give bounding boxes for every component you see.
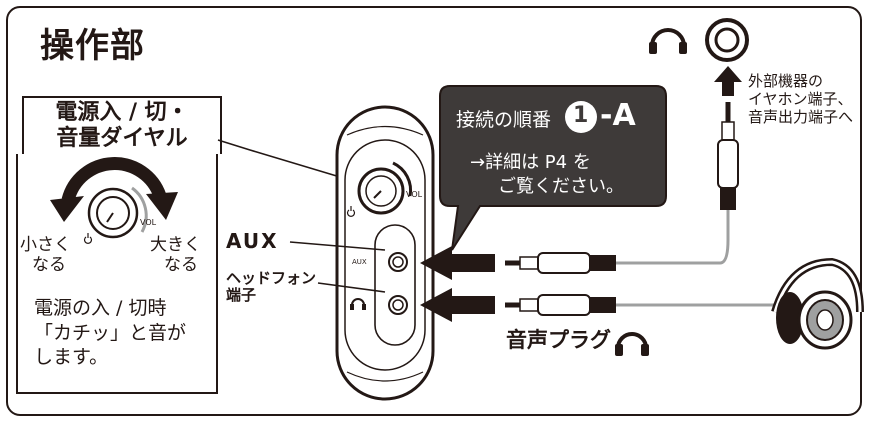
dial-leader-line bbox=[217, 139, 361, 184]
note-line2: 「カチッ」と音が bbox=[34, 321, 187, 344]
bubble-detail-line3: ご覧ください。 bbox=[498, 176, 624, 197]
aux-plug bbox=[505, 210, 730, 274]
device-vol-mark: VOL bbox=[406, 190, 423, 199]
decrease-line1: 小さく bbox=[20, 235, 71, 255]
increase-line2: なる bbox=[164, 254, 198, 275]
decrease-label: 小さく なる bbox=[20, 235, 71, 275]
note-line1: 電源の入 / 切時 bbox=[34, 297, 167, 319]
external-plug bbox=[717, 102, 739, 210]
device-body bbox=[335, 105, 435, 401]
headphone-plug bbox=[505, 294, 800, 316]
external-line2: イヤホン端子、 bbox=[748, 90, 853, 108]
note-line3: します。 bbox=[34, 346, 109, 369]
dial-callout-box bbox=[16, 154, 218, 394]
increase-label: 大きく なる bbox=[150, 235, 201, 275]
device-aux-mark: AUX bbox=[352, 258, 367, 266]
dial-callout-title-line1: 電源入 / 切・ bbox=[55, 100, 189, 125]
decrease-line2: なる bbox=[32, 254, 66, 275]
external-device-note: 外部機器の イヤホン端子、 音声出力端子へ bbox=[748, 72, 853, 126]
insert-arrow-headphone bbox=[420, 288, 495, 322]
external-line3: 音声出力端子へ bbox=[748, 108, 854, 126]
aux-leader-line bbox=[289, 241, 386, 251]
panel-frame bbox=[6, 6, 862, 416]
dial-callout-title-line2: 音量ダイヤル bbox=[56, 126, 188, 152]
up-arrow bbox=[714, 66, 742, 96]
power-click-note: 電源の入 / 切時 「カチッ」と音が します。 bbox=[34, 296, 186, 370]
bubble-step-number: 1 bbox=[573, 103, 589, 128]
callout-vol-mark: VOL bbox=[140, 218, 157, 227]
external-jack bbox=[705, 18, 749, 62]
headphone-icon-top bbox=[649, 28, 687, 54]
page-title: 操作部 bbox=[40, 26, 145, 66]
connection-bubble bbox=[439, 85, 667, 251]
audio-plug-label: 音声プラグ bbox=[506, 328, 611, 352]
headphone-icon-plug bbox=[615, 332, 649, 356]
headphone-label-line1: ヘッドフォン bbox=[226, 269, 317, 287]
headphone-label-line2: 端子 bbox=[226, 286, 257, 305]
aux-label: AUX bbox=[226, 229, 279, 253]
bubble-detail-line2: →詳細は P4 を bbox=[470, 152, 591, 173]
bubble-step-suffix: -A bbox=[600, 98, 636, 133]
insert-arrow-aux bbox=[420, 246, 495, 280]
headphones-illustration bbox=[771, 257, 864, 350]
headphone-leader-line bbox=[317, 282, 386, 293]
increase-line1: 大きく bbox=[150, 235, 201, 255]
headphone-jack-label: ヘッドフォン 端子 bbox=[226, 269, 317, 305]
dial-callout-title: 電源入 / 切・ 音量ダイヤル bbox=[22, 96, 222, 154]
external-line1: 外部機器の bbox=[748, 72, 824, 90]
bubble-order-label: 接続の順番 bbox=[456, 109, 552, 131]
volume-dial-illustration bbox=[50, 157, 178, 244]
